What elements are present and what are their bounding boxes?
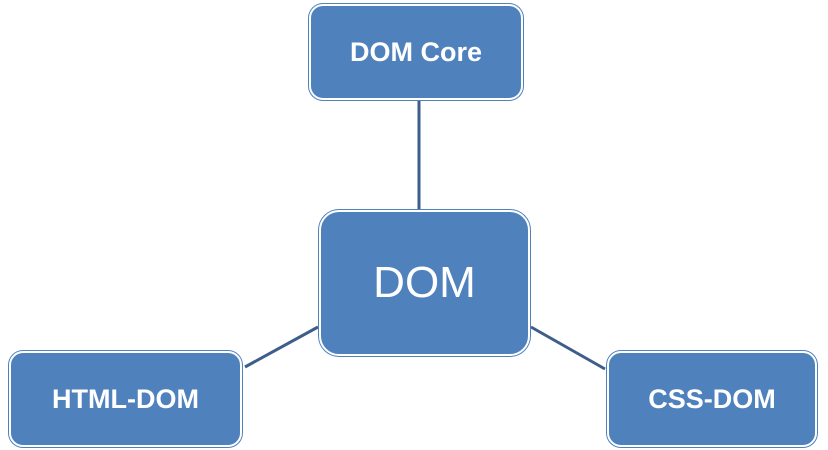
- node-css-dom: CSS-DOM: [607, 351, 817, 447]
- node-html-dom-label: HTML-DOM: [52, 383, 199, 414]
- connector-dom-to-css: [530, 325, 606, 371]
- connector-dom-to-html: [244, 325, 319, 369]
- node-dom-center-label: DOM: [373, 258, 476, 307]
- node-dom-core-label: DOM Core: [349, 36, 482, 67]
- node-dom-center: DOM: [319, 210, 530, 356]
- node-html-dom: HTML-DOM: [9, 351, 242, 447]
- node-css-dom-label: CSS-DOM: [648, 383, 776, 414]
- node-dom-core: DOM Core: [309, 4, 523, 100]
